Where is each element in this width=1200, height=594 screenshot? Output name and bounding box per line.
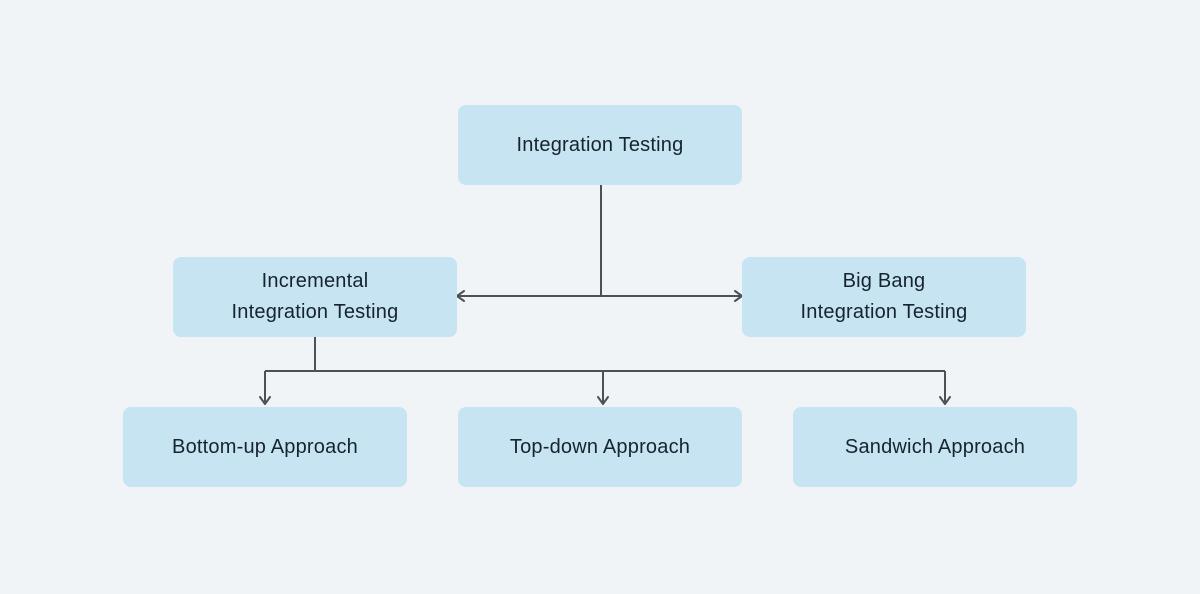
node-incremental-integration-testing: Incremental Integration Testing: [173, 257, 457, 337]
arrowhead-to-bigbang: [734, 290, 743, 302]
node-label-line1: Big Bang: [842, 270, 926, 292]
node-bottom-up-approach: Bottom-up Approach: [123, 407, 407, 487]
node-sandwich-approach: Sandwich Approach: [793, 407, 1077, 487]
node-integration-testing: Integration Testing: [458, 105, 742, 185]
node-label: Bottom-up Approach: [172, 435, 358, 458]
node-label-line1: Incremental: [261, 270, 369, 292]
arrowhead-to-top-down: [597, 396, 609, 405]
arrowhead-to-incremental: [456, 290, 465, 302]
node-top-down-approach: Top-down Approach: [458, 407, 742, 487]
node-label: Top-down Approach: [509, 435, 691, 458]
arrowhead-to-bottom-up: [259, 396, 271, 405]
node-big-bang-integration-testing: Big Bang Integration Testing: [742, 257, 1026, 337]
arrowhead-to-sandwich: [939, 396, 951, 405]
node-label-line2: Integration Testing: [231, 301, 399, 323]
node-label: Integration Testing: [516, 133, 684, 156]
node-label: Sandwich Approach: [844, 435, 1026, 458]
node-label-line2: Integration Testing: [800, 301, 968, 323]
